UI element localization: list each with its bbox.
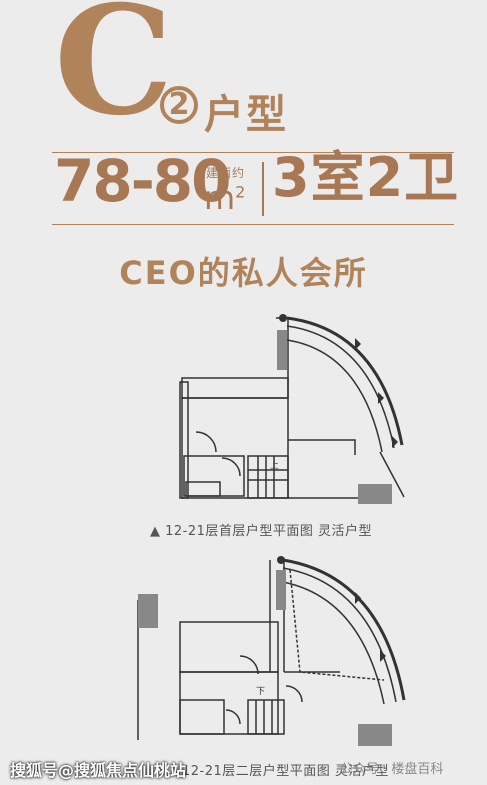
unit-letter: C [54, 0, 173, 149]
spec-separator [262, 162, 264, 216]
area-value: 78-80 [54, 147, 231, 215]
bottom-divider [52, 224, 454, 225]
area-unit-sup: 2 [235, 182, 246, 202]
wechat-watermark: 公众号 · 楼盘百科 [340, 762, 444, 777]
area-unit-base: m [204, 179, 236, 217]
source-watermark: 搜狐号@搜狐焦点仙桃站 [10, 761, 187, 780]
slogan: CEO的私人会所 [119, 254, 368, 292]
stair-mark-2: 下 [256, 687, 265, 697]
top-divider [52, 152, 454, 153]
plan-2-caption: 12-21层二层户型平面图 灵活户型 [182, 764, 389, 779]
unit-type-label: 户型 [204, 92, 288, 138]
stair-mark-1: 上 [270, 460, 279, 471]
plan-1-caption: ▲ 12-21层首层户型平面图 灵活户型 [150, 524, 373, 539]
room-count: 3室2卫 [272, 146, 460, 209]
area-unit: m2 [204, 182, 245, 214]
unit-number-circle: 2 [160, 86, 198, 124]
area-note: 建面约 [206, 166, 246, 180]
